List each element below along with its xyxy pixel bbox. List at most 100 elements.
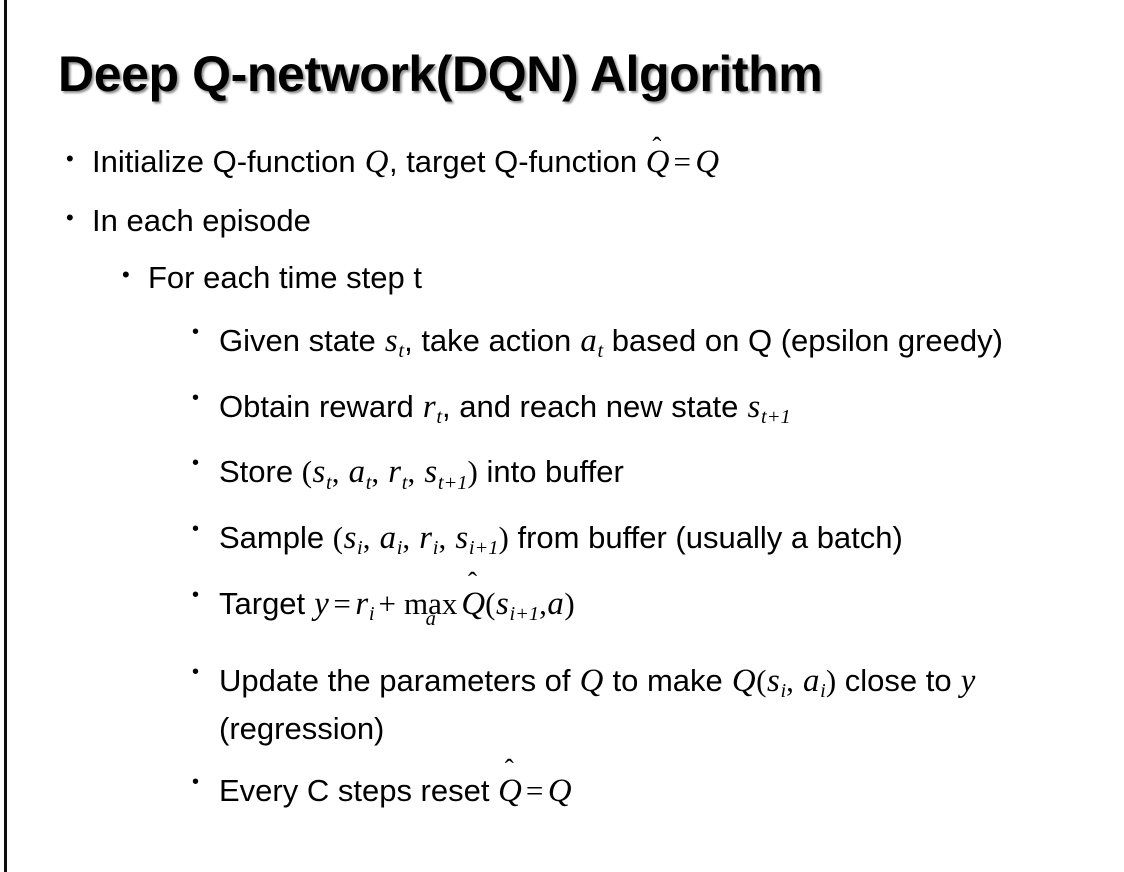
text-run: into buffer [477,454,624,490]
math-var-a: a [803,662,820,699]
text-run: , take action [404,322,580,358]
math-var-r: r [388,454,402,491]
page-title: Deep Q-network(DQN) Algorithm [58,46,823,102]
math-paren-close: ) [467,454,478,490]
list-item-text: Update the parameters of Q to make Q(si,… [219,658,1109,752]
bullet-marker-icon: • [192,771,200,794]
math-paren-open: ( [485,585,496,621]
math-subscript: i [780,679,787,702]
list-item-text: Initialize Q-function Q, target Q-functi… [92,133,1124,180]
math-subscript: t+1 [437,471,468,494]
math-subscript: i [396,537,403,560]
math-subscript: i [357,537,363,560]
math-var-s: s [424,454,438,491]
math-var-s: s [343,520,357,557]
math-subscript: t [436,405,442,428]
math-var-a: a [580,322,597,359]
math-var-s: s [747,388,761,425]
math-op-equals: = [525,773,544,809]
list-item-text: In each episode [92,202,311,238]
text-run: Target [219,585,314,621]
math-op-plus: + [378,585,397,621]
list-item-text: Given state st, take action at based on … [219,318,1109,367]
math-var-y: y [960,662,976,699]
math-comma: , [362,520,371,556]
math-var-r: r [355,585,369,622]
list-item-text: Sample (si, ai, ri, si+1) from buffer (u… [219,515,1109,564]
math-subscript: i [820,679,826,702]
text-run: Obtain reward [219,388,423,424]
math-var-q-base: Q [498,773,522,810]
math-subscript: t [401,471,408,494]
list-item: • In each episode [0,205,1124,236]
circumflex-accent-icon: ˆ [504,754,514,785]
math-var-q-base: Q [461,585,486,622]
math-paren-close: ) [564,585,575,621]
math-subscript: i [368,603,375,626]
list-item-text: Obtain reward rt, and reach new state st… [219,384,1109,433]
text-run: based on Q (epsilon greedy) [603,322,1003,358]
math-var-s: s [495,585,509,622]
math-comma: , [407,454,416,490]
text-run: from buffer (usually a batch) [508,520,903,556]
math-subscript: t [597,339,604,362]
math-var-q: Q [364,144,389,180]
math-comma: , [786,662,794,698]
math-subscript: t [398,339,405,362]
bullet-marker-icon: • [66,146,74,171]
bullet-marker-icon: • [192,583,200,606]
math-subscript: t [365,471,372,494]
math-subscript: i [432,537,439,560]
text-run: Given state [219,322,385,358]
math-subscript: t [326,471,332,494]
text-run: Update the parameters of [219,662,580,698]
list-item: • Update the parameters of Q to make Q(s… [0,658,1124,752]
math-max-label: max [404,585,458,621]
text-run: to make [603,662,732,698]
math-var-s: s [766,662,780,699]
text-run: Sample [219,520,333,556]
math-var-q: Q [547,773,572,810]
math-op-equals: = [673,144,691,179]
math-var-q: Q [731,662,756,699]
math-comma: , [402,520,411,556]
bullet-marker-icon: • [192,386,200,409]
text-run: Store [219,454,302,490]
slide-left-edge-rule [4,0,7,872]
math-var-s: s [455,520,469,557]
circumflex-accent-icon: ˆ [652,131,662,162]
math-subscript: i+1 [468,537,499,560]
text-run: (regression) [219,710,385,746]
list-item: • Initialize Q-function Q, target Q-func… [0,133,1124,180]
list-item-text: Store (st, at, rt, st+1) into buffer [219,449,1109,498]
list-item: • For each time step t [0,262,1124,293]
math-paren-open: ( [301,454,313,490]
math-var-a: a [379,520,397,557]
math-var-a: a [547,585,564,622]
bullet-marker-icon: • [122,261,130,287]
text-run: Initialize Q-function [92,144,365,179]
math-var-r: r [419,520,433,557]
list-item: • Store (st, at, rt, st+1) into buffer [0,449,1124,498]
bullet-marker-icon: • [192,452,200,475]
list-item: • Sample (si, ai, ri, si+1) from buffer … [0,515,1124,564]
math-paren-open: ( [756,662,767,698]
text-run: , and reach new state [442,388,748,424]
algorithm-outline-list: • Initialize Q-function Q, target Q-func… [0,133,1124,833]
bullet-marker-icon: • [192,660,200,683]
math-paren-open: ( [332,520,344,556]
math-var-q: Q [695,144,720,180]
math-var-q: Q [579,662,604,699]
text-run: Every C steps reset [219,773,499,809]
math-max-underscript: a [425,607,436,630]
math-comma: , [539,585,547,621]
math-var-a: a [348,454,366,491]
bullet-marker-icon: • [66,204,74,230]
